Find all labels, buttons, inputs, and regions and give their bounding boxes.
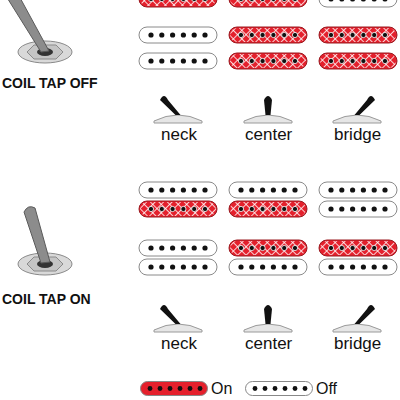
coil-on bbox=[229, 53, 307, 69]
coil-off bbox=[139, 259, 217, 275]
coil-on bbox=[139, 0, 217, 7]
legend-text: Off bbox=[316, 380, 337, 398]
position-label: center bbox=[245, 335, 292, 354]
swatch-poles bbox=[141, 382, 208, 396]
coil-on bbox=[229, 0, 307, 7]
coil-on bbox=[139, 201, 217, 217]
legend-swatch bbox=[245, 381, 313, 396]
coil-on bbox=[229, 201, 307, 217]
coil-off bbox=[139, 240, 217, 256]
coil-off bbox=[139, 182, 217, 198]
coil-on bbox=[319, 27, 397, 43]
toggle-switch bbox=[6, 0, 72, 63]
selector-lever bbox=[154, 96, 202, 123]
tap-label: COIL TAP OFF bbox=[2, 76, 98, 91]
coil-off bbox=[319, 201, 397, 217]
selector-lever bbox=[333, 305, 381, 332]
position-label: bridge bbox=[334, 335, 381, 354]
coil-off bbox=[139, 27, 217, 43]
coil-on bbox=[319, 240, 397, 256]
legend-text: On bbox=[211, 380, 232, 398]
coil-off bbox=[319, 0, 397, 7]
position-label: neck bbox=[161, 335, 197, 354]
legend-swatch bbox=[140, 381, 208, 396]
coil-on bbox=[319, 53, 397, 69]
selector-lever bbox=[244, 305, 292, 332]
coil-off bbox=[229, 259, 307, 275]
position-label: bridge bbox=[334, 126, 381, 145]
tap-label: COIL TAP ON bbox=[2, 292, 91, 307]
pickup-coils bbox=[139, 0, 397, 275]
coil-off bbox=[319, 259, 397, 275]
position-label: neck bbox=[161, 126, 197, 145]
position-label: center bbox=[245, 126, 292, 145]
selector-lever bbox=[154, 305, 202, 332]
selector-lever bbox=[244, 96, 292, 123]
coil-off bbox=[319, 182, 397, 198]
coil-off bbox=[229, 182, 307, 198]
selector-switches bbox=[154, 96, 381, 332]
selector-lever bbox=[333, 96, 381, 123]
toggle-switch bbox=[18, 207, 72, 275]
coil-off bbox=[139, 53, 217, 69]
swatch-poles bbox=[246, 382, 313, 396]
coil-on bbox=[229, 27, 307, 43]
coil-on bbox=[229, 240, 307, 256]
